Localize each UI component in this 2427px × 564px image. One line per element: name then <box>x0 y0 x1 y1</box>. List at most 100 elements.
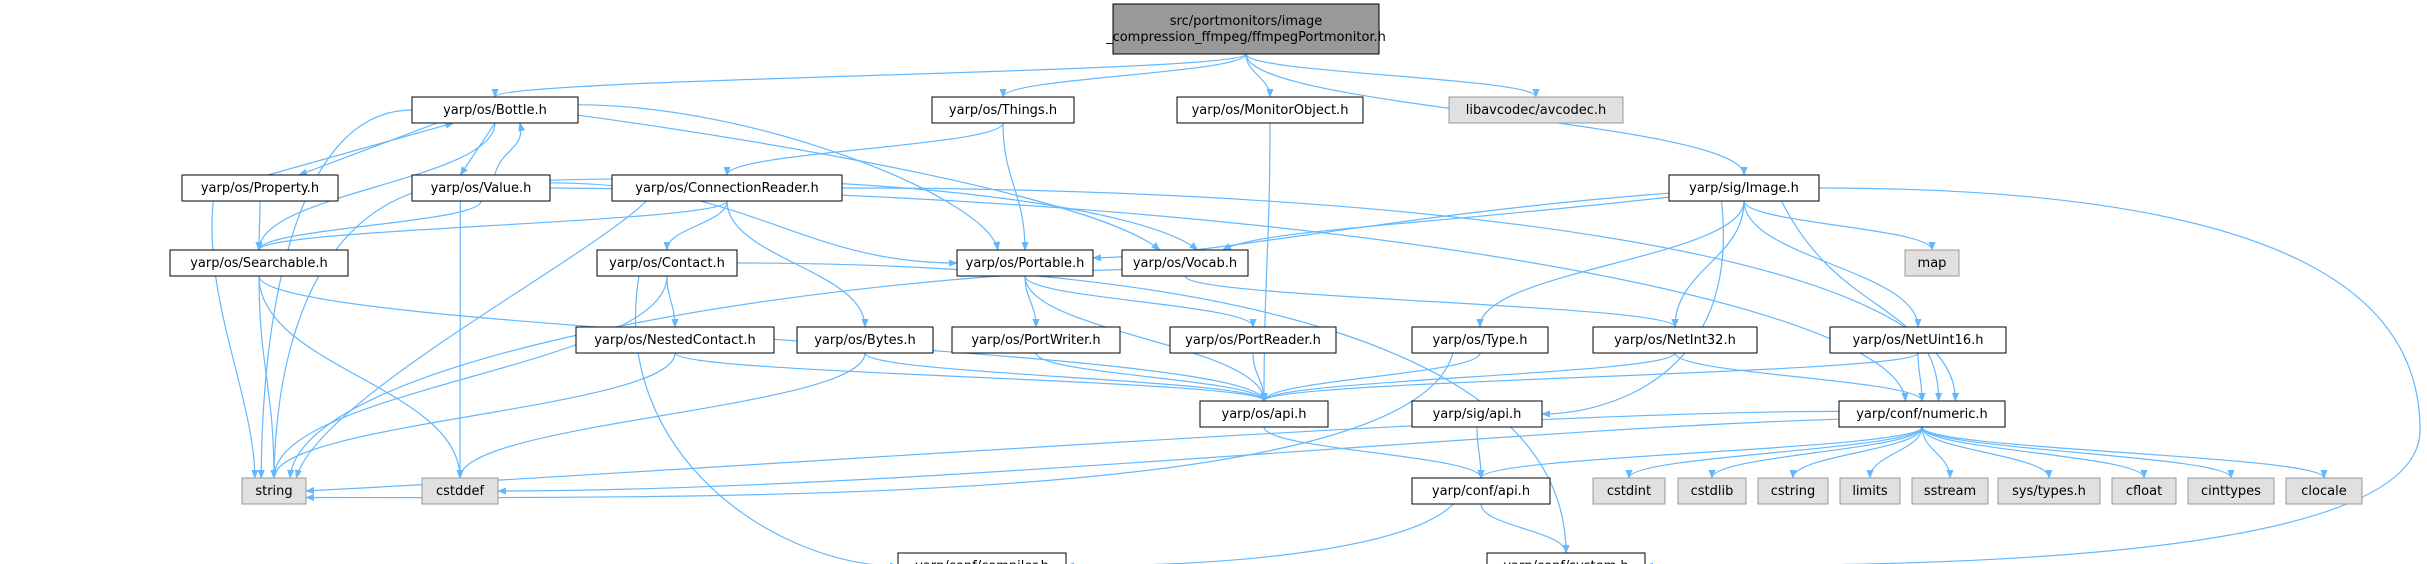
node-box-connectionreader <box>611 174 843 202</box>
node-label-portable: yarp/os/Portable.h <box>966 256 1085 271</box>
edge-monitorobject-to-osapi <box>1260 122 1271 402</box>
node-portreader[interactable]: yarp/os/PortReader.h <box>1169 326 1337 354</box>
node-box-netuint16 <box>1829 326 2007 354</box>
edge-type-to-osapi <box>1260 352 1481 402</box>
edge-connectionreader-to-contact <box>663 200 728 251</box>
node-label-avcodec: libavcodec/avcodec.h <box>1466 103 1607 118</box>
node-root[interactable]: src/portmonitors/image_compression_ffmpe… <box>1105 3 1386 55</box>
node-portwriter[interactable]: yarp/os/PortWriter.h <box>951 326 1121 354</box>
edge-connectionreader-to-searchable <box>255 200 728 251</box>
node-label-limits: limits <box>1852 484 1888 499</box>
node-box-cstdint <box>1592 477 1666 505</box>
node-box-things <box>931 96 1075 124</box>
edge-numeric-to-string <box>305 410 1840 495</box>
node-box-value <box>411 174 551 202</box>
edge-image-to-system <box>1644 187 2421 564</box>
edge-connectionreader-to-string <box>294 200 647 479</box>
edge-numeric-to-clocale <box>1921 426 2328 479</box>
node-searchable[interactable]: yarp/os/Searchable.h <box>169 249 349 277</box>
node-image[interactable]: yarp/sig/Image.h <box>1668 174 1820 202</box>
node-cinttypes: cinttypes <box>2187 477 2275 505</box>
node-box-bytes <box>796 326 934 354</box>
node-system[interactable]: yarp/conf/system.h <box>1486 552 1646 564</box>
edge-numeric-to-limits <box>1866 426 1923 479</box>
node-box-map <box>1904 249 1960 277</box>
node-contact[interactable]: yarp/os/Contact.h <box>596 249 738 277</box>
node-label-root-line-1: _compression_ffmpeg/ffmpegPortmonitor.h <box>1105 30 1386 45</box>
node-monitorobject[interactable]: yarp/os/MonitorObject.h <box>1176 96 1364 124</box>
node-value[interactable]: yarp/os/Value.h <box>411 174 551 202</box>
node-compiler[interactable]: yarp/conf/compiler.h <box>897 552 1067 564</box>
edge-image-to-numeric <box>1780 200 1943 402</box>
node-box-portreader <box>1169 326 1337 354</box>
node-confapi[interactable]: yarp/conf/api.h <box>1411 477 1551 505</box>
node-label-system: yarp/conf/system.h <box>1503 559 1628 564</box>
edge-numeric-to-sstream <box>1921 426 1954 479</box>
edge-root-to-avcodec <box>1245 53 1540 98</box>
node-cstdint: cstdint <box>1592 477 1666 505</box>
edge-value-to-numeric <box>549 187 1909 402</box>
node-netuint16[interactable]: yarp/os/NetUint16.h <box>1829 326 2007 354</box>
node-netint32[interactable]: yarp/os/NetInt32.h <box>1592 326 1758 354</box>
edge-bytes-to-osapi <box>864 352 1268 402</box>
node-things[interactable]: yarp/os/Things.h <box>931 96 1075 124</box>
node-property[interactable]: yarp/os/Property.h <box>181 174 339 202</box>
node-numeric[interactable]: yarp/conf/numeric.h <box>1838 400 2006 428</box>
node-label-root-line-0: src/portmonitors/image <box>1170 14 1323 29</box>
edge-bottle-to-vocab <box>577 114 1161 251</box>
edge-bytes-to-cstddef <box>456 352 866 479</box>
node-box-cstdlib <box>1677 477 1747 505</box>
edge-vocab-to-netint32 <box>1184 275 1679 328</box>
node-clocale: clocale <box>2285 477 2363 505</box>
node-osapi[interactable]: yarp/os/api.h <box>1199 400 1329 428</box>
edge-image-to-map <box>1743 200 1936 251</box>
nodes-layer: src/portmonitors/image_compression_ffmpe… <box>169 3 2363 564</box>
edge-property-to-string <box>211 200 259 479</box>
node-map: map <box>1904 249 1960 277</box>
edge-sigapi-to-confapi <box>1476 426 1485 479</box>
node-box-cinttypes <box>2187 477 2275 505</box>
edge-portable-to-osapi <box>1024 275 1268 402</box>
node-box-root <box>1112 3 1380 55</box>
node-box-system <box>1486 552 1646 564</box>
node-label-bottle: yarp/os/Bottle.h <box>443 103 547 118</box>
edge-netint32-to-numeric <box>1674 352 1926 402</box>
edge-contact-to-system <box>736 262 1570 554</box>
node-label-sstream: sstream <box>1924 484 1976 499</box>
edge-numeric-to-cfloat <box>1921 426 2148 479</box>
node-label-netuint16: yarp/os/NetUint16.h <box>1853 333 1984 348</box>
node-label-searchable: yarp/os/Searchable.h <box>190 256 328 271</box>
edge-image-to-netint32 <box>1671 200 1745 328</box>
node-systypes: sys/types.h <box>1997 477 2101 505</box>
node-label-nestedcontact: yarp/os/NestedContact.h <box>594 333 756 348</box>
node-sigapi[interactable]: yarp/sig/api.h <box>1411 400 1543 428</box>
node-bytes[interactable]: yarp/os/Bytes.h <box>796 326 934 354</box>
edge-type-to-string <box>305 352 1454 502</box>
edge-things-to-portable <box>1002 122 1029 251</box>
edge-confapi-to-compiler <box>1065 503 1454 564</box>
node-bottle[interactable]: yarp/os/Bottle.h <box>411 96 579 124</box>
node-box-sstream <box>1911 477 1989 505</box>
node-label-clocale: clocale <box>2301 484 2346 499</box>
edge-searchable-to-string <box>258 275 278 479</box>
node-type[interactable]: yarp/os/Type.h <box>1411 326 1549 354</box>
node-nestedcontact[interactable]: yarp/os/NestedContact.h <box>575 326 775 354</box>
node-cstdlib: cstdlib <box>1677 477 1747 505</box>
node-label-compiler: yarp/conf/compiler.h <box>915 559 1049 564</box>
node-vocab[interactable]: yarp/os/Vocab.h <box>1121 249 1249 277</box>
edge-numeric-to-cinttypes <box>1921 426 2235 479</box>
node-portable[interactable]: yarp/os/Portable.h <box>956 249 1094 277</box>
node-box-searchable <box>169 249 349 277</box>
edge-image-to-sigapi <box>1541 200 1724 418</box>
node-box-compiler <box>897 552 1067 564</box>
node-label-cinttypes: cinttypes <box>2201 484 2261 499</box>
edge-things-to-connectionreader <box>723 122 1004 176</box>
edge-contact-to-nestedcontact <box>666 275 679 328</box>
node-box-string <box>241 477 307 505</box>
edge-nestedcontact-to-osapi <box>674 352 1268 402</box>
node-label-numeric: yarp/conf/numeric.h <box>1856 407 1988 422</box>
edge-root-to-bottle <box>491 53 1247 98</box>
node-connectionreader[interactable]: yarp/os/ConnectionReader.h <box>611 174 843 202</box>
node-box-cstring <box>1757 477 1829 505</box>
